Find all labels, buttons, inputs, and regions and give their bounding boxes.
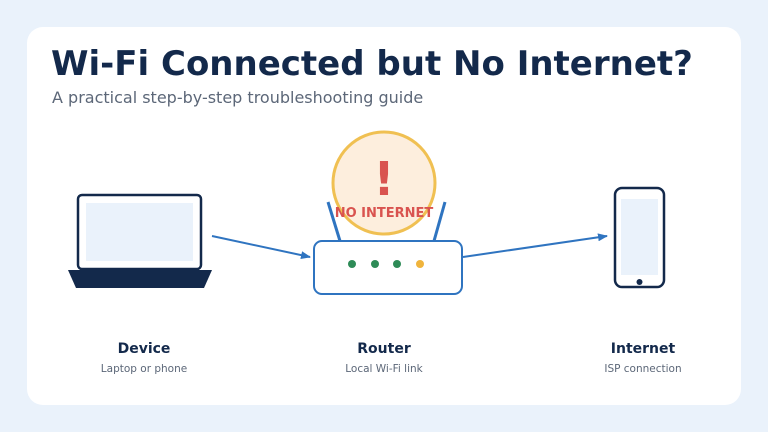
page-title: Wi-Fi Connected but No Internet? — [51, 44, 693, 84]
warning-ring — [331, 130, 437, 236]
router-led-warning — [416, 260, 424, 268]
node-internet-subtitle: ISP connection — [604, 363, 681, 375]
page-subtitle: A practical step-by-step troubleshooting… — [52, 88, 424, 107]
laptop-icon — [68, 193, 212, 288]
router-antenna-left — [326, 201, 342, 242]
node-device-title: Device — [118, 341, 171, 357]
router-led-2 — [371, 260, 379, 268]
arrow-router-to-internet — [462, 233, 608, 258]
phone-home-button — [636, 279, 643, 285]
router-icon — [313, 201, 463, 295]
node-router-subtitle: Local Wi-Fi link — [345, 363, 423, 375]
laptop-screen — [86, 203, 193, 261]
router-led-3 — [393, 260, 401, 268]
router-antenna-right — [432, 201, 447, 242]
node-device-subtitle: Laptop or phone — [101, 363, 187, 375]
node-router-title: Router — [357, 341, 411, 357]
exclamation-icon: ! — [374, 152, 395, 206]
phone-screen — [621, 199, 658, 275]
node-internet-title: Internet — [611, 341, 676, 357]
warning-circle-icon: ! NO INTERNET — [331, 130, 437, 236]
router-body — [313, 240, 463, 295]
smartphone-icon — [613, 186, 666, 289]
arrow-device-to-router — [211, 235, 311, 260]
router-led-1 — [348, 260, 356, 268]
no-internet-label: NO INTERNET — [335, 206, 434, 221]
laptop-base — [68, 270, 212, 288]
